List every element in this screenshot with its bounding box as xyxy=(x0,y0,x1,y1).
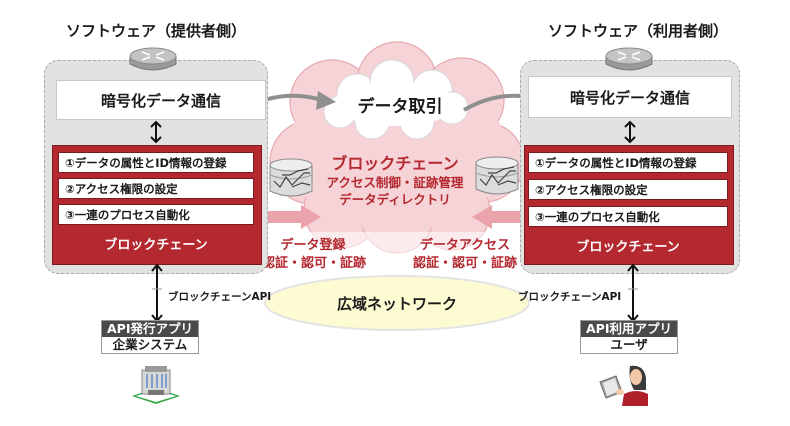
access-label-line1: データアクセス xyxy=(419,238,511,253)
provider-api-arrow xyxy=(151,263,163,323)
bidirectional-arrow-icon xyxy=(624,120,636,144)
provider-title: ソフトウェア（提供者側） xyxy=(66,22,247,40)
user-item-2: ②アクセス権限の設定 xyxy=(528,179,728,200)
database-icon xyxy=(269,158,313,197)
network-label: 広域ネットワーク xyxy=(336,295,457,313)
person-with-tablet-icon xyxy=(599,365,648,406)
user-app-box: API利用アプリ ユーザ xyxy=(580,320,678,354)
provider-app-body: 企業システム xyxy=(102,337,198,353)
provider-blockchain-label: ブロックチェーン xyxy=(104,238,208,253)
provider-item-2: ②アクセス権限の設定 xyxy=(58,178,254,199)
user-item-1: ①データの属性とID情報の登録 xyxy=(528,152,728,173)
cloud-blockchain-line3: データディレクトリ xyxy=(339,192,451,207)
user-blockchain-label: ブロックチェーン xyxy=(576,240,680,255)
router-icon xyxy=(605,47,653,71)
database-icon xyxy=(475,156,519,195)
wide-area-network xyxy=(264,275,530,331)
user-app-body: ユーザ xyxy=(581,337,677,353)
provider-encrypted-comm: 暗号化データ通信 xyxy=(56,80,266,120)
cloud-blockchain-title: ブロックチェーン xyxy=(331,154,459,173)
provider-item-3: ③一連のプロセス自動化 xyxy=(58,204,254,225)
user-app-header: API利用アプリ xyxy=(581,321,677,337)
provider-api-label: ブロックチェーンAPI xyxy=(168,291,272,303)
user-encrypted-comm: 暗号化データ通信 xyxy=(528,76,732,118)
router-icon xyxy=(129,47,177,71)
user-api-label: ブロックチェーンAPI xyxy=(518,291,622,303)
user-item-3: ③一連のプロセス自動化 xyxy=(528,206,728,227)
building-icon xyxy=(132,366,180,404)
provider-app-header: API発行アプリ xyxy=(102,321,198,337)
register-label-line1: データ登録 xyxy=(280,238,346,253)
user-api-arrow xyxy=(627,263,639,323)
access-label-line2: 認証・認可・証跡 xyxy=(412,256,517,271)
provider-app-box: API発行アプリ 企業システム xyxy=(101,320,199,354)
user-title: ソフトウェア（利用者側） xyxy=(548,22,729,40)
cloud-blockchain-line2: アクセス制御・証跡管理 xyxy=(326,175,464,190)
data-transaction-label: データ取引 xyxy=(357,97,443,117)
bidirectional-arrow-icon xyxy=(150,120,162,144)
register-arrow xyxy=(263,205,321,229)
register-label-line2: 認証・認可・証跡 xyxy=(261,256,366,271)
provider-item-1: ①データの属性とID情報の登録 xyxy=(58,152,254,173)
